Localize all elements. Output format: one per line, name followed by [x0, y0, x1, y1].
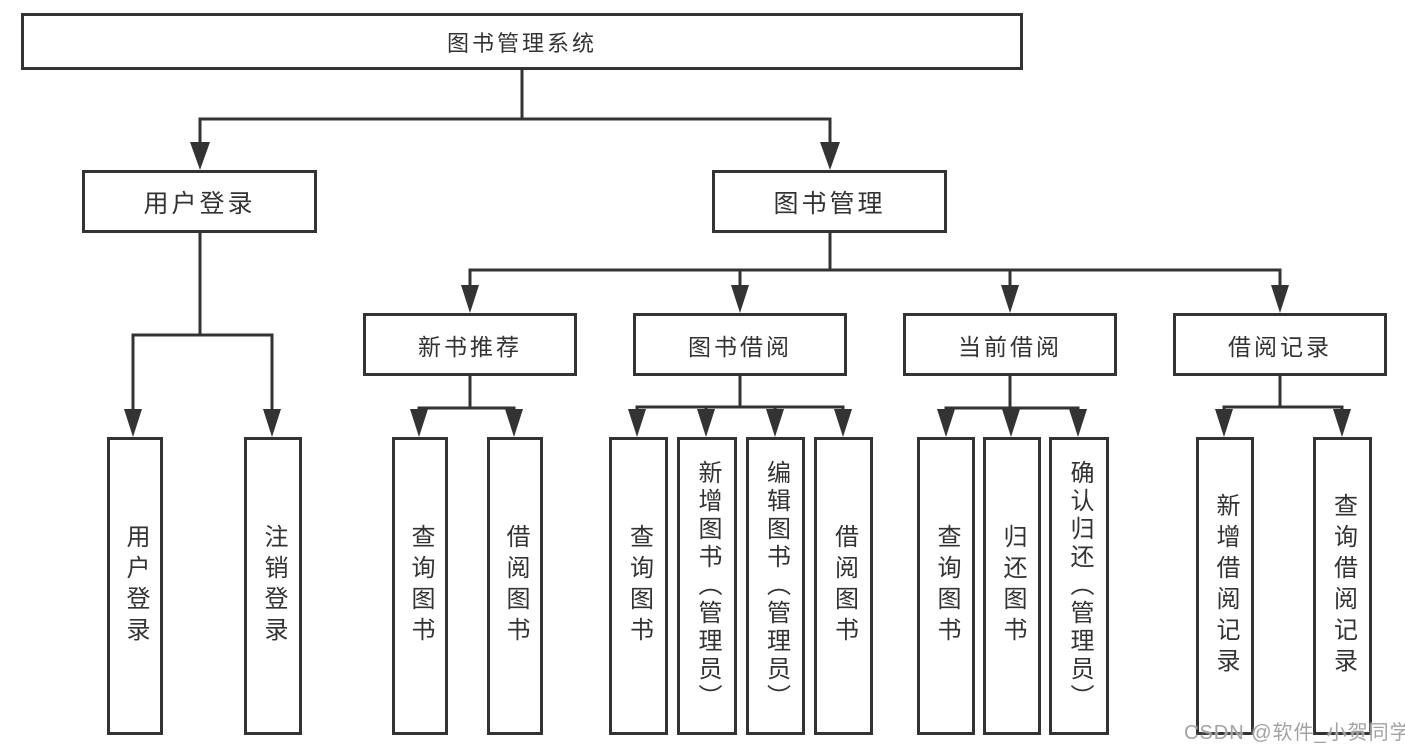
node-label: 新增图书（管理员） — [694, 460, 721, 712]
leaf-edit-book-admin: 编辑图书（管理员） — [746, 437, 805, 735]
node-label: 图书管理 — [773, 189, 886, 218]
arrowhead-new-book-recommend — [461, 285, 479, 313]
arrowhead-book-management — [820, 142, 840, 170]
node-label: 注销登录 — [260, 524, 287, 648]
arrowhead-borrow-books-2 — [834, 409, 852, 437]
node-label: 用户登录 — [122, 524, 149, 648]
arrowhead-leaf-logout — [263, 409, 281, 437]
arrowhead-current-borrow — [1001, 285, 1019, 313]
leaf-logout: 注销登录 — [244, 437, 302, 735]
node-book-management: 图书管理 — [712, 170, 947, 233]
arrowhead-return-book — [1002, 409, 1020, 437]
node-label: 图书管理系统 — [446, 30, 597, 56]
leaf-add-borrow-record: 新增借阅记录 — [1196, 437, 1254, 735]
arrowhead-add-book — [697, 409, 715, 437]
node-label: 查询图书 — [625, 524, 653, 648]
leaf-query-books-3: 查询图书 — [917, 437, 975, 735]
node-user-login: 用户登录 — [82, 170, 317, 233]
arrowhead-user-login — [190, 142, 210, 170]
node-label: 查询借阅记录 — [1329, 493, 1357, 679]
node-label: 用户登录 — [143, 189, 256, 218]
arrowhead-query-books-3 — [937, 409, 955, 437]
connector-records-split — [1222, 374, 1344, 418]
node-current-borrow: 当前借阅 — [903, 313, 1117, 376]
connector-bookborrow-split — [635, 374, 845, 418]
leaf-query-borrow-record: 查询借阅记录 — [1313, 437, 1372, 735]
connector-newbook-split — [417, 374, 516, 418]
csdn-watermark: CSDN @软件_小贺同学 — [1184, 722, 1405, 744]
node-system-root: 图书管理系统 — [21, 13, 1023, 70]
node-label: 新增借阅记录 — [1212, 493, 1239, 679]
leaf-query-books-1: 查询图书 — [392, 437, 448, 735]
arrowhead-query-books-2 — [628, 409, 646, 437]
arrowhead-confirm-return — [1069, 409, 1087, 437]
node-label: 查询图书 — [407, 524, 434, 648]
arrowhead-query-borrow-record — [1333, 409, 1351, 437]
arrowhead-edit-book — [766, 409, 784, 437]
node-label: 查询图书 — [933, 524, 960, 648]
leaf-query-books-2: 查询图书 — [609, 437, 668, 735]
node-label: 归还图书 — [999, 524, 1026, 648]
leaf-confirm-return-admin: 确认归还（管理员） — [1049, 437, 1109, 735]
arrowhead-query-books-1 — [410, 409, 428, 437]
leaf-borrow-books-1: 借阅图书 — [487, 437, 543, 735]
connector-bookmgmt-split — [468, 231, 1282, 294]
leaf-add-book-admin: 新增图书（管理员） — [677, 437, 737, 735]
arrowhead-borrow-records — [1271, 285, 1289, 313]
node-label: 当前借阅 — [958, 333, 1062, 360]
node-label: 借阅记录 — [1228, 333, 1332, 360]
leaf-user-login: 用户登录 — [107, 437, 163, 735]
node-new-book-recommend: 新书推荐 — [363, 313, 577, 376]
node-label: 确认归还（管理员） — [1066, 460, 1093, 712]
connector-userlogin-split — [131, 231, 274, 418]
arrowhead-borrow-books-1 — [505, 409, 523, 437]
node-borrow-records: 借阅记录 — [1173, 313, 1387, 376]
node-label: 图书借阅 — [688, 333, 792, 360]
node-book-borrow: 图书借阅 — [633, 313, 847, 376]
node-label: 新书推荐 — [418, 333, 522, 360]
leaf-borrow-books-2: 借阅图书 — [814, 437, 873, 735]
node-label: 编辑图书（管理员） — [762, 460, 790, 712]
arrowhead-leaf-user-login — [124, 409, 142, 437]
arrowhead-add-borrow-record — [1215, 409, 1233, 437]
connector-root-to-level2 — [198, 68, 832, 152]
node-label: 借阅图书 — [830, 524, 858, 648]
arrowhead-book-borrow — [731, 285, 749, 313]
node-label: 借阅图书 — [502, 524, 529, 648]
leaf-return-book: 归还图书 — [983, 437, 1041, 735]
